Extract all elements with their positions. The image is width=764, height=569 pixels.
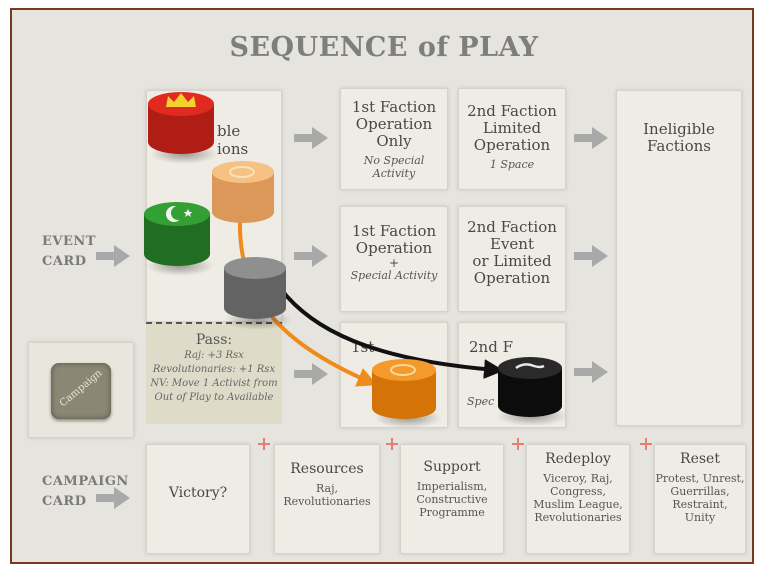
card-label-line: CARD [42, 254, 87, 269]
first-faction-operation-only-box[interactable]: 1st Faction Operation Only No Special Ac… [340, 88, 448, 190]
sequence-of-play-board: SEQUENCE of PLAY EVENT CARD CAMPAIGN CAR… [10, 8, 754, 564]
ineligible-line1: Ineligible [643, 120, 715, 138]
pin-icon [640, 438, 652, 450]
row2-to-ineligible-arrow [574, 245, 608, 267]
row1-second-line1: 2nd Faction [467, 102, 557, 120]
first-faction-operation-special-box[interactable]: 1st Faction Operation + Special Activity [340, 206, 448, 312]
row1-first-line3: Only [376, 132, 412, 150]
event-card-label: EVENT CARD [42, 232, 96, 272]
campaign-card-label: CAMPAIGN CARD [42, 472, 129, 512]
row3-second-sub-fragment: Spec [467, 395, 495, 408]
reset-item-protest: Protest, Unrest, [655, 472, 745, 485]
reset-item-guerrillas: Guerrillas, [670, 485, 730, 498]
row2-second-line4: Operation [473, 269, 551, 287]
redeploy-title: Redeploy [545, 451, 611, 467]
row3-second-fragment: 2nd F [469, 338, 513, 356]
pin-icon [258, 438, 270, 450]
reset-item-unity: Unity [684, 511, 716, 524]
row1-second-line2: Limited [482, 119, 542, 137]
row3-to-ineligible-arrow [574, 361, 608, 383]
eligible-label-fragment: ble [217, 122, 241, 140]
resources-item-revolutionaries: Revolutionaries [283, 495, 371, 508]
redeploy-item-muslim-league: Muslim League, [533, 498, 623, 511]
pass-line-out-of-play: Out of Play to Available [154, 392, 274, 403]
support-box[interactable]: Support Imperialism, Constructive Progra… [400, 444, 504, 554]
pass-line-revolutionaries: Revolutionaries: +1 Rsx [152, 364, 276, 375]
row2-to-first-arrow [294, 245, 328, 267]
redeploy-box[interactable]: Redeploy Viceroy, Raj, Congress, Muslim … [526, 444, 630, 554]
board-title: SEQUENCE of PLAY [229, 32, 539, 63]
redeploy-item-revolutionaries: Revolutionaries [534, 511, 622, 524]
row2-first-sub: Special Activity [350, 269, 438, 282]
support-item-programme: Programme [419, 506, 485, 519]
row2-first-line2: Operation [355, 239, 433, 257]
campaign-marker-token[interactable]: Campaign [51, 363, 111, 419]
row1-to-ineligible-arrow [574, 127, 608, 149]
row2-second-line2: Event [490, 235, 534, 253]
row1-to-first-arrow [294, 127, 328, 149]
ineligible-line2: Factions [647, 137, 711, 155]
row1-second-sub: 1 Space [489, 158, 535, 171]
support-title: Support [423, 459, 481, 475]
redeploy-item-congress: Congress, [550, 485, 606, 498]
second-faction-event-or-limited-box[interactable]: 2nd Faction Event or Limited Operation [458, 206, 566, 312]
campaign-marker-box[interactable]: Campaign [28, 342, 134, 438]
reset-item-restraint: Restraint, [672, 498, 728, 511]
pin-icon [512, 438, 524, 450]
row1-second-line3: Operation [473, 136, 551, 154]
orange-move-path [237, 217, 378, 387]
ineligible-factions-box[interactable]: Ineligible Factions [616, 90, 742, 426]
victory-box[interactable]: Victory? [146, 444, 250, 554]
pin-icon [386, 438, 398, 450]
pass-line-nv: NV: Move 1 Activist from [150, 378, 278, 389]
support-item-imperialism: Imperialism, [416, 480, 488, 493]
card-label-line-2: CARD [42, 494, 87, 509]
event-label-line: EVENT [42, 234, 96, 249]
campaign-label-line: CAMPAIGN [42, 474, 129, 489]
factions-label-fragment: ions [217, 140, 249, 158]
reset-title: Reset [680, 451, 720, 467]
row2-second-line3: or Limited [472, 252, 552, 270]
pass-title: Pass: [195, 332, 233, 348]
event-card-arrow [96, 245, 130, 267]
resources-item-raj: Raj, [316, 482, 338, 495]
row1-first-sub2: Activity [372, 167, 416, 180]
row1-first-sub1: No Special [363, 154, 425, 167]
black-move-path [278, 286, 504, 380]
row3-to-first-arrow [294, 363, 328, 385]
board-graphics [96, 127, 608, 509]
pass-line-raj: Raj: +3 Rsx [184, 350, 244, 361]
row2-first-line1: 1st Faction [351, 222, 437, 240]
reset-box[interactable]: Reset Protest, Unrest, Guerrillas, Restr… [654, 444, 746, 554]
row2-second-line1: 2nd Faction [467, 218, 557, 236]
redeploy-item-viceroy: Viceroy, Raj, [543, 472, 613, 485]
row1-first-line1: 1st Faction [351, 98, 437, 116]
victory-title: Victory? [168, 485, 228, 501]
support-item-constructive: Constructive [416, 493, 488, 506]
row2-first-plus: + [388, 256, 400, 270]
resources-box[interactable]: Resources Raj, Revolutionaries [274, 444, 380, 554]
resources-title: Resources [290, 461, 364, 477]
campaign-card-arrow [96, 487, 130, 509]
row1-first-line2: Operation [355, 115, 433, 133]
second-faction-limited-operation-box[interactable]: 2nd Faction Limited Operation 1 Space [458, 88, 566, 190]
pass-box[interactable]: Pass: Raj: +3 Rsx Revolutionaries: +1 Rs… [146, 322, 282, 424]
